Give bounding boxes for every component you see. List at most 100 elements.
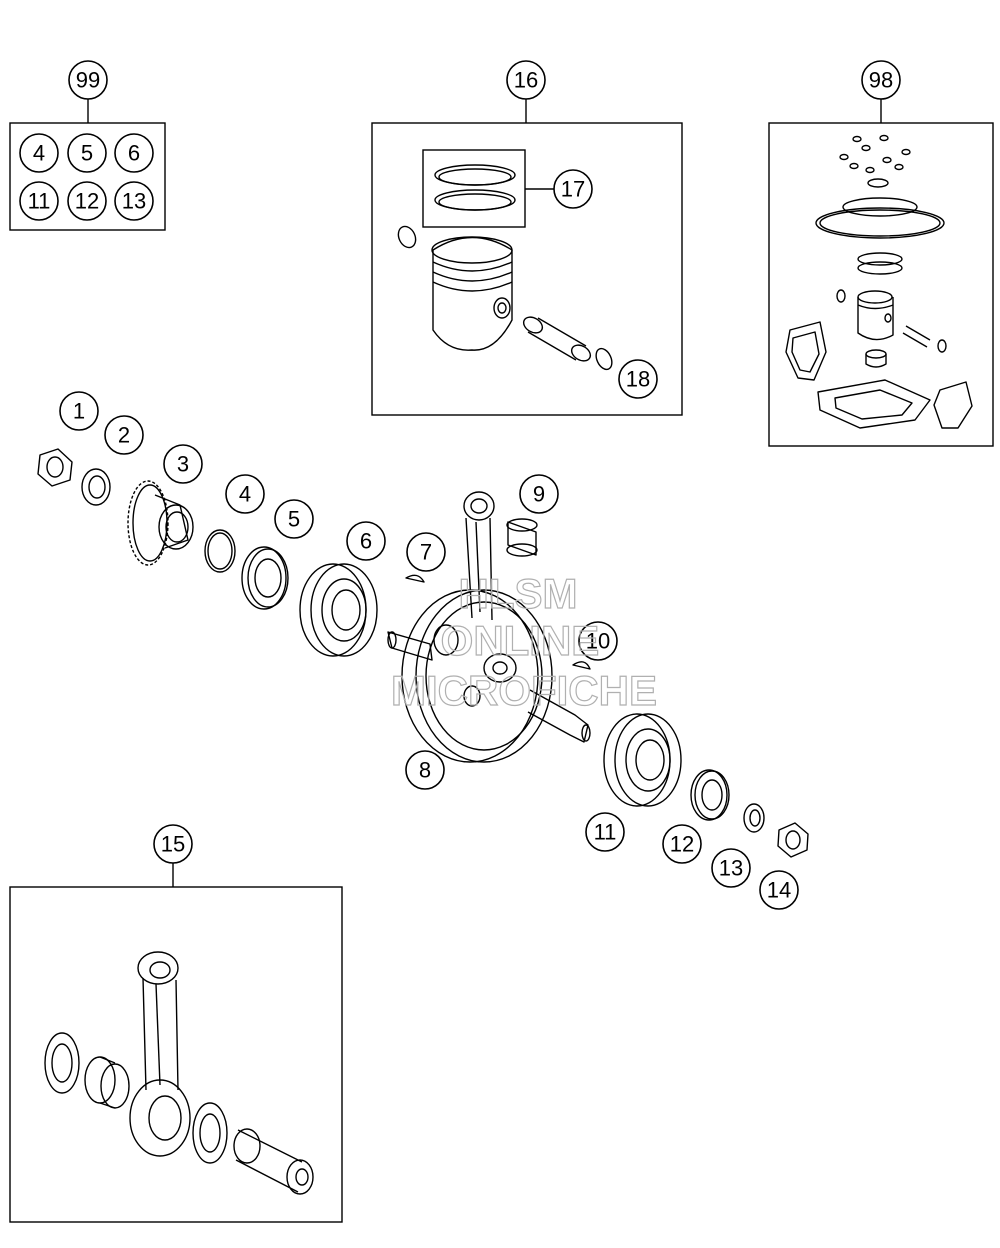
kit-16-box [371,122,683,416]
o-ring-icon [204,529,236,573]
kit-99-item-12-label: 12 [75,189,99,214]
kit-99-item-6[interactable]: 6 [114,133,154,173]
callout-9[interactable]: 9 [519,474,559,514]
kit-99-item-4[interactable]: 4 [19,133,59,173]
callout-14[interactable]: 14 [759,870,799,910]
piston-icon [857,290,894,341]
kit-99-item-12[interactable]: 12 [67,181,107,221]
circlip-icon [937,339,947,353]
callout-5[interactable]: 5 [274,499,314,539]
kit-15: 15 [9,824,343,1223]
kit-99-item-11-label: 11 [28,189,51,214]
callout-3[interactable]: 3 [163,444,203,484]
callout-14-label: 14 [767,878,791,903]
callout-1-label: 1 [73,399,85,424]
watermark-line1: HLSM [459,570,578,617]
kit-99-item-5[interactable]: 5 [67,133,107,173]
needle-bearing-icon [865,349,887,368]
base-gasket-icon [817,379,931,429]
piston-rings-icon [434,164,516,211]
hex-nut-icon [777,822,809,858]
watermark-line2: ONLINE [441,617,600,664]
circlip-icon [836,289,846,303]
callout-17[interactable]: 17 [553,169,593,209]
o-ring-inner [207,532,233,570]
kit-99-item-4-label: 4 [33,141,45,166]
callout-4-label: 4 [239,482,251,507]
lock-washer-icon [81,468,111,506]
circlip-icon [595,347,613,371]
callout-4[interactable]: 4 [225,474,265,514]
thrust-washer-icon [192,1102,228,1164]
kit-99-item-13-label: 13 [122,189,146,214]
callout-16-label: 16 [514,68,538,93]
woodruff-key-icon [572,661,591,670]
circlip-icon [397,225,417,249]
callout-11[interactable]: 11 [585,812,625,852]
callout-16[interactable]: 16 [506,60,546,100]
callout-11-label: 11 [594,820,617,845]
callout-7-label: 7 [420,540,432,565]
callout-99-label: 99 [76,68,100,93]
kit-99-item-11[interactable]: 11 [19,181,59,221]
callout-8[interactable]: 8 [405,750,445,790]
callout-15-label: 15 [161,832,185,857]
hex-nut-icon [37,448,73,487]
crank-pin-icon [233,1128,314,1195]
watermark-line3: MICROFICHE [391,667,657,714]
callout-12-label: 12 [670,832,694,857]
piston-rings-icon [857,252,903,275]
small-washers-icon [839,134,911,174]
callout-1[interactable]: 1 [59,391,99,431]
callout-6[interactable]: 6 [346,521,386,561]
base-gasket-inner [834,389,913,420]
gear-icon [127,480,194,566]
woodruff-key-icon [405,574,425,583]
kit-15-box [9,886,343,1223]
gasket-inner [791,331,820,373]
thrust-washer-icon [44,1032,80,1094]
kit-99: 99 4 5 6 11 12 13 [9,60,166,231]
callout-10[interactable]: 10 [578,621,618,661]
callout-5-label: 5 [288,507,300,532]
callout-99[interactable]: 99 [68,60,108,100]
piston-pin-icon [902,325,931,348]
kit-16-rings-box [422,149,526,228]
kit-99-box [9,122,166,231]
needle-bearing-icon [506,518,538,557]
callout-98[interactable]: 98 [861,60,901,100]
callout-9-label: 9 [533,482,545,507]
gasket-icon [785,321,827,381]
head-o-rings-icon [815,197,945,239]
ball-bearing-icon [603,713,682,807]
callout-18[interactable]: 18 [618,359,658,399]
shaft-seal-icon [690,769,730,821]
kit-98: 98 [768,60,994,447]
callout-98-label: 98 [869,68,893,93]
kit-99-item-6-label: 6 [128,141,140,166]
callout-18-label: 18 [626,367,650,392]
callout-2[interactable]: 2 [104,415,144,455]
watermark: HLSM ONLINE MICROFICHE [390,569,657,714]
callout-12[interactable]: 12 [662,824,702,864]
callout-15[interactable]: 15 [153,824,193,864]
callout-7[interactable]: 7 [406,532,446,572]
kit-99-item-13[interactable]: 13 [114,181,154,221]
shaft-seal-icon [241,546,289,610]
kit-99-item-5-label: 5 [81,141,93,166]
piston-pin-icon [522,316,592,362]
crankshaft-icon [387,589,591,763]
callout-17-label: 17 [561,177,585,202]
callout-3-label: 3 [177,452,189,477]
ball-bearing-icon [299,563,378,657]
callout-13-label: 13 [719,856,743,881]
gasket-icon [933,381,973,429]
lock-washer-icon [743,803,765,833]
needle-bearing-icon [84,1056,130,1109]
piston-icon [431,236,513,351]
connecting-rod-icon [129,951,191,1157]
kit-16: 16 17 [371,60,683,416]
callout-8-label: 8 [419,758,431,783]
callout-13[interactable]: 13 [711,848,751,888]
